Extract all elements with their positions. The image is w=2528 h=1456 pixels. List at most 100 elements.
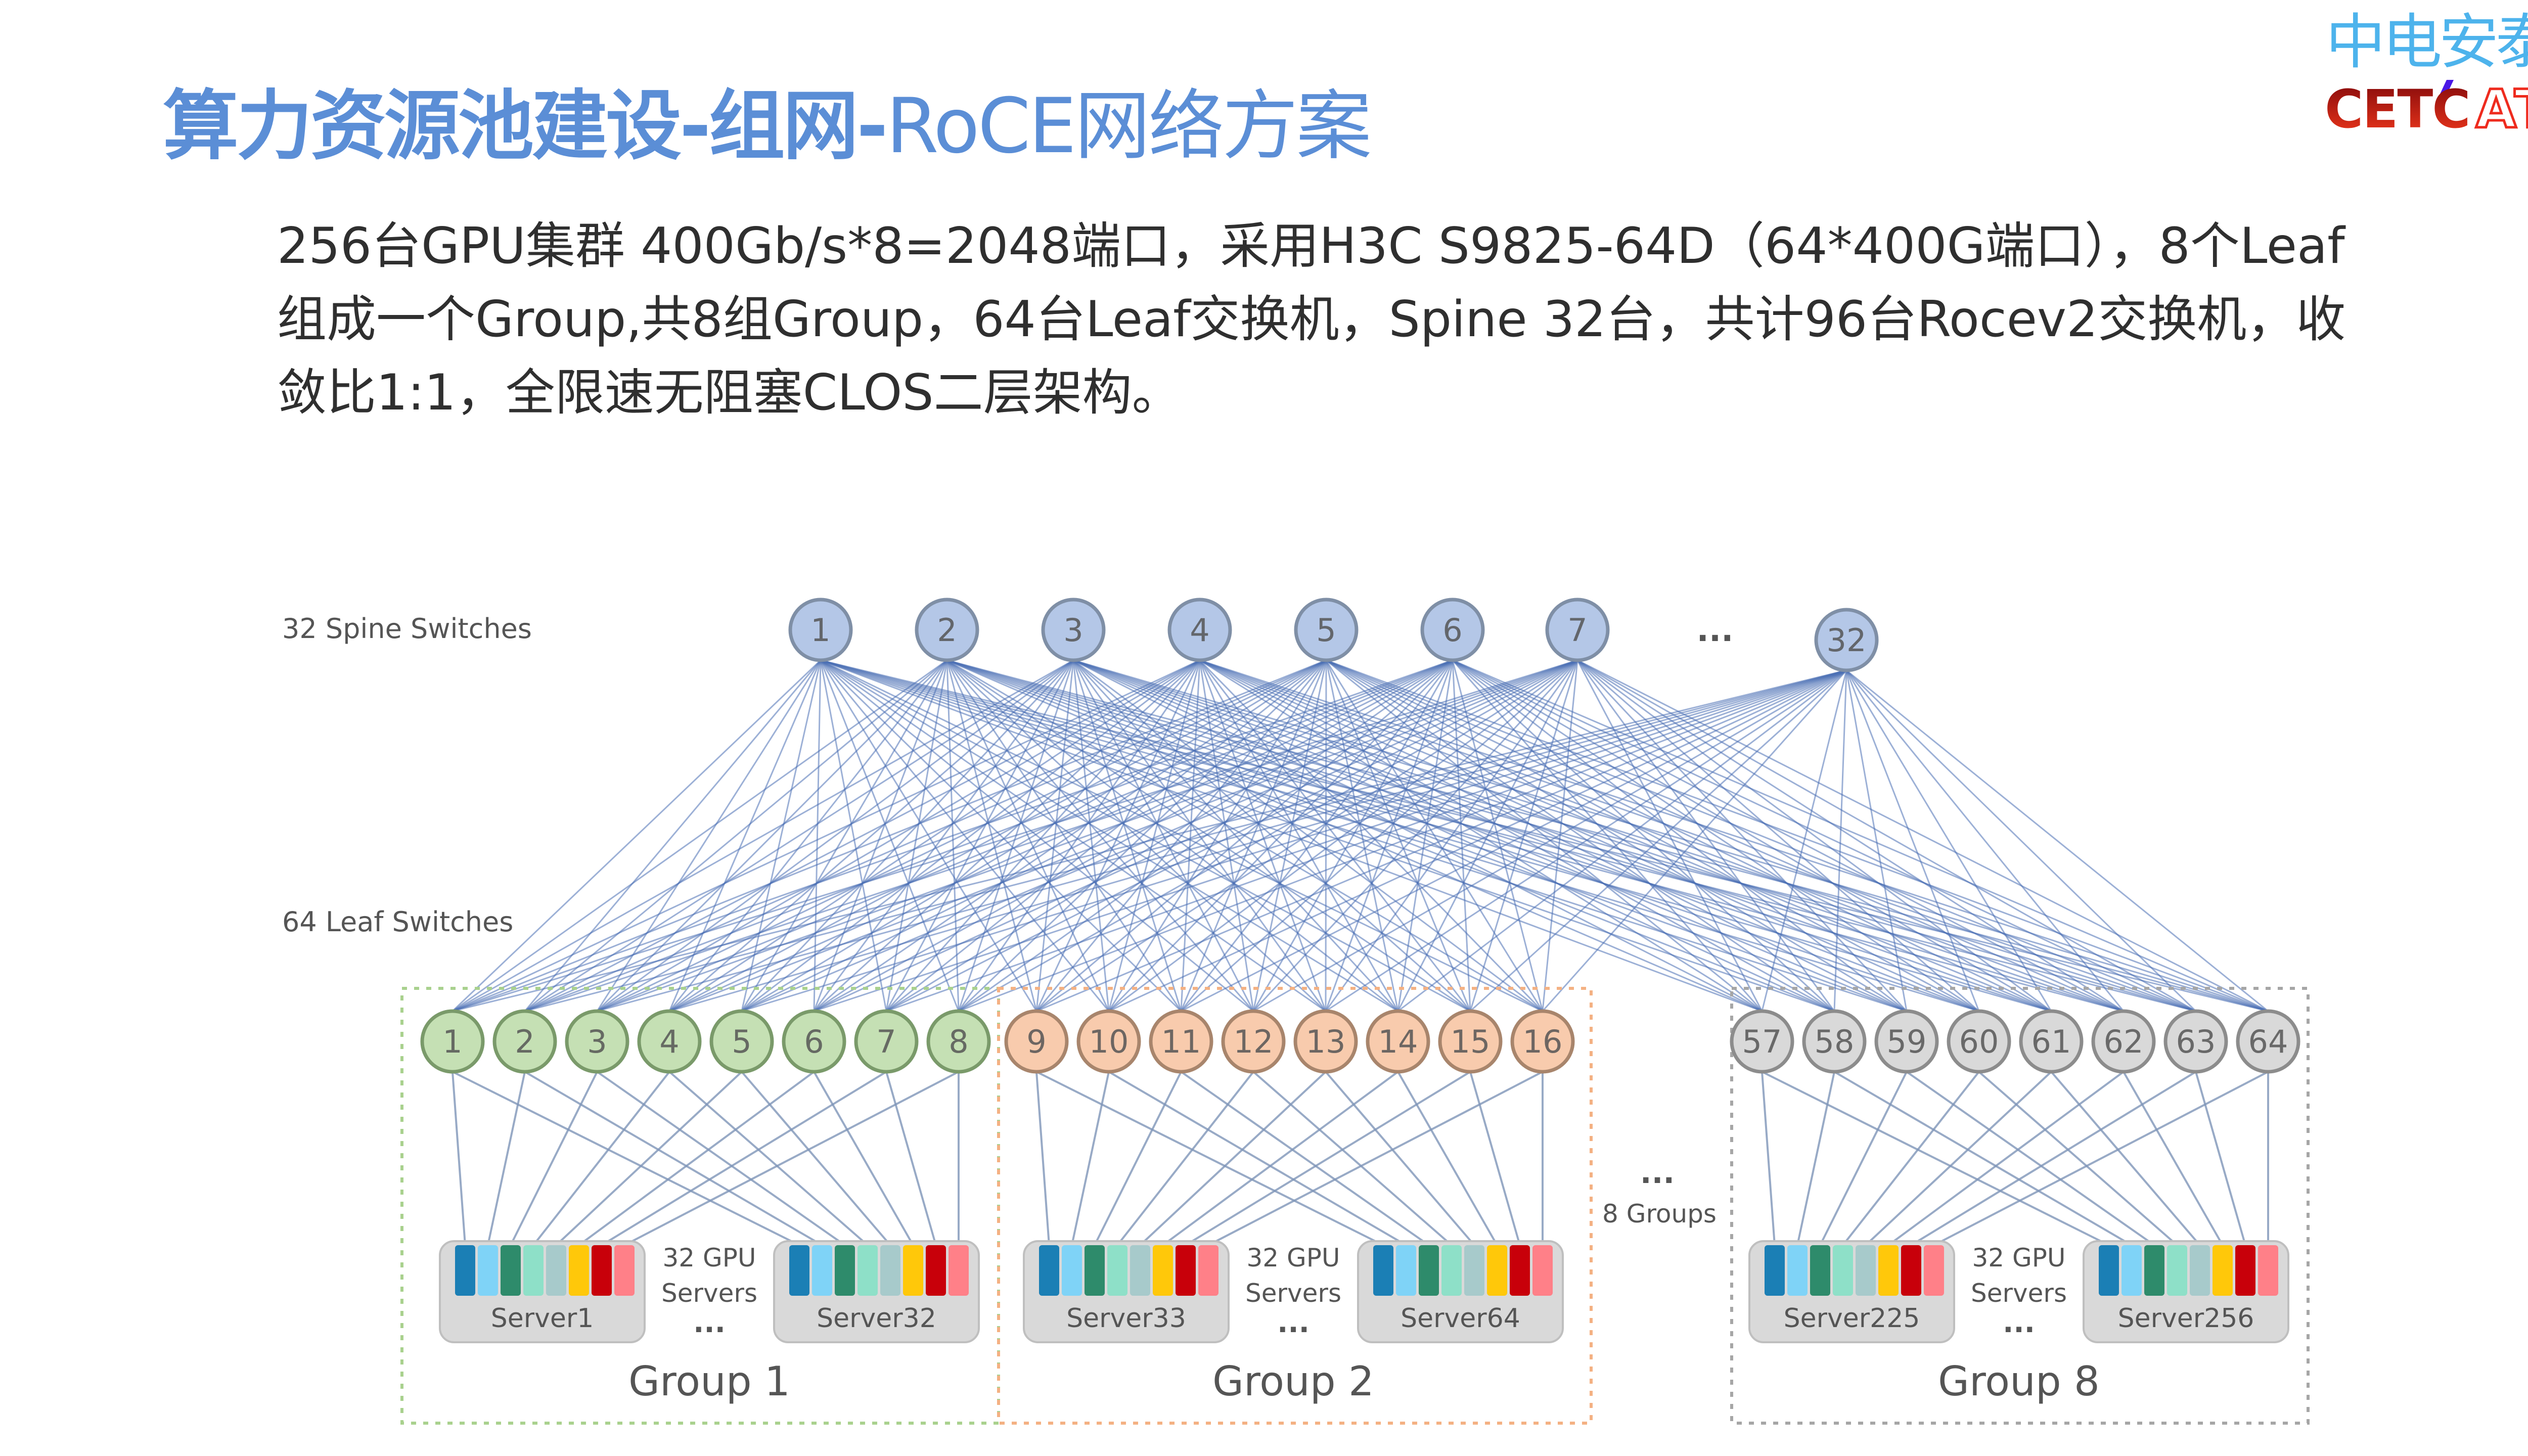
spine-leaf-link [1576,659,1908,1012]
leaf-server-link [624,1071,959,1246]
page-title: 算力资源池建设-组网-RoCE网络方案 [163,76,1372,177]
leaf-server-link [1208,1071,1543,1246]
leaf-switch-node: 16 [1510,1009,1575,1074]
leaf-server-link [1180,1071,1430,1246]
servers-caption: 32 GPU [662,1243,756,1272]
leaf-server-link [1906,1071,2155,1246]
spine-leaf-link [741,660,948,1012]
spine-leaf-link [1326,659,2052,1012]
leaf-switch-circle [420,1009,485,1074]
spine-leaf-link [958,659,1578,1012]
spine-switch-circle [1545,598,1610,662]
spine-leaf-link [820,659,1471,1012]
server-label: Server225 [1784,1303,1920,1334]
spine-leaf-link [524,659,1578,1012]
leaf-server-link [741,1071,891,1246]
spine-leaf-link [820,660,887,1012]
spine-leaf-link [1035,660,1201,1012]
server-card: Server33 [1023,1240,1230,1343]
leaf-switch-node: 15 [1438,1009,1503,1074]
spine-leaf-link [1845,669,2197,1012]
spine-leaf-link [1326,659,1907,1012]
spine-leaf-link [1452,659,1835,1012]
spine-leaf-link [1576,660,1763,1012]
spine-leaf-link [1108,659,1578,1012]
spine-leaf-link [814,659,1453,1012]
spine-leaf-link [946,659,1835,1012]
leaf-switch-node: 2 [492,1009,557,1074]
spine-leaf-link [524,659,1327,1012]
leaf-switch-number: 16 [1523,1023,1563,1060]
leaf-server-link [1071,1071,1110,1246]
leaf-switch-circle [1076,1009,1141,1074]
gpu-bar [1373,1245,1393,1296]
logo-english-mark: CETC AT [2325,82,2528,137]
leaf-switch-circle [1004,1009,1069,1074]
leaf-server-link [601,1071,887,1246]
spine-leaf-link [1452,659,2052,1012]
spine-leaf-link [1072,660,1110,1012]
leaf-server-link [668,1071,869,1246]
gpu-bar [1856,1245,1876,1296]
spine-leaf-link [946,660,1182,1012]
spine-leaf-link [1325,660,1544,1012]
group-box [997,987,1593,1425]
gpu-bar [1419,1245,1439,1296]
server-label: Server33 [1066,1303,1186,1334]
leaf-server-link [1469,1071,1521,1246]
gpu-bar [614,1245,635,1296]
leaf-server-link [555,1071,743,1246]
spine-leaf-link [1326,659,1979,1012]
leaf-switch-node: 4 [637,1009,702,1074]
gpu-bar [1532,1245,1553,1296]
leaf-server-link [1116,1071,1254,1246]
leaf-switch-circle [1947,1009,2011,1074]
spine-leaf-link [1108,669,1847,1012]
leaf-switch-circle [1221,1009,1286,1074]
servers-ellipsis: ... [693,1306,726,1339]
spine-leaf-link [597,659,1074,1012]
gpu-bar [2235,1245,2255,1296]
leaf-switch-circle [637,1009,702,1074]
leaf-server-link [510,1071,598,1246]
spine-leaf-link [1325,660,1471,1012]
leaf-switch-circle [782,1009,846,1074]
gpu-bar [1062,1245,1082,1296]
spine-leaf-link [946,659,2052,1012]
spine-leaf-link [1452,659,2196,1012]
leaf-switch-number: 3 [587,1023,607,1060]
leaf-switch-node: 64 [2236,1009,2300,1074]
leaf-server-link [578,1071,815,1246]
spine-leaf-link [741,659,1074,1012]
spine-leaf-link [958,659,1327,1012]
leaf-server-link [1833,1071,2133,1246]
spine-leaf-link [597,659,1578,1012]
spine-leaf-link [1073,659,2196,1012]
leaf-server-link [1762,1071,2109,1246]
spine-switch-node: 4 [1167,598,1232,662]
spine-leaf-link [1577,659,2269,1012]
spine-leaf-link [741,659,1578,1012]
leaf-server-link [813,1071,914,1246]
leaf-switch-number: 12 [1234,1023,1274,1060]
leaf-server-link [596,1071,846,1246]
spine-leaf-link [1199,659,2052,1012]
leaf-server-link [1865,1071,2052,1246]
servers-caption: Servers [661,1279,757,1308]
spine-leaf-link [1326,659,2269,1012]
leaf-switch-number: 6 [804,1023,824,1060]
spine-leaf-link [885,660,948,1012]
server-card: Server32 [773,1240,980,1343]
spine-switch-node: 3 [1041,598,1106,662]
leaf-switch-number: 61 [2032,1023,2071,1060]
leaf-server-link [2123,1071,2224,1246]
logo-chinese-name: 中电安泰 [2326,7,2528,77]
spine-leaf-link [1199,659,2124,1012]
spine-leaf-link [1542,670,1847,1012]
spine-leaf-link [1108,660,1201,1012]
spine-leaf-link [741,660,822,1012]
spine-leaf-link [820,659,1326,1012]
group-label: Group 2 [1212,1358,1374,1405]
leaf-server-link [524,1071,823,1246]
